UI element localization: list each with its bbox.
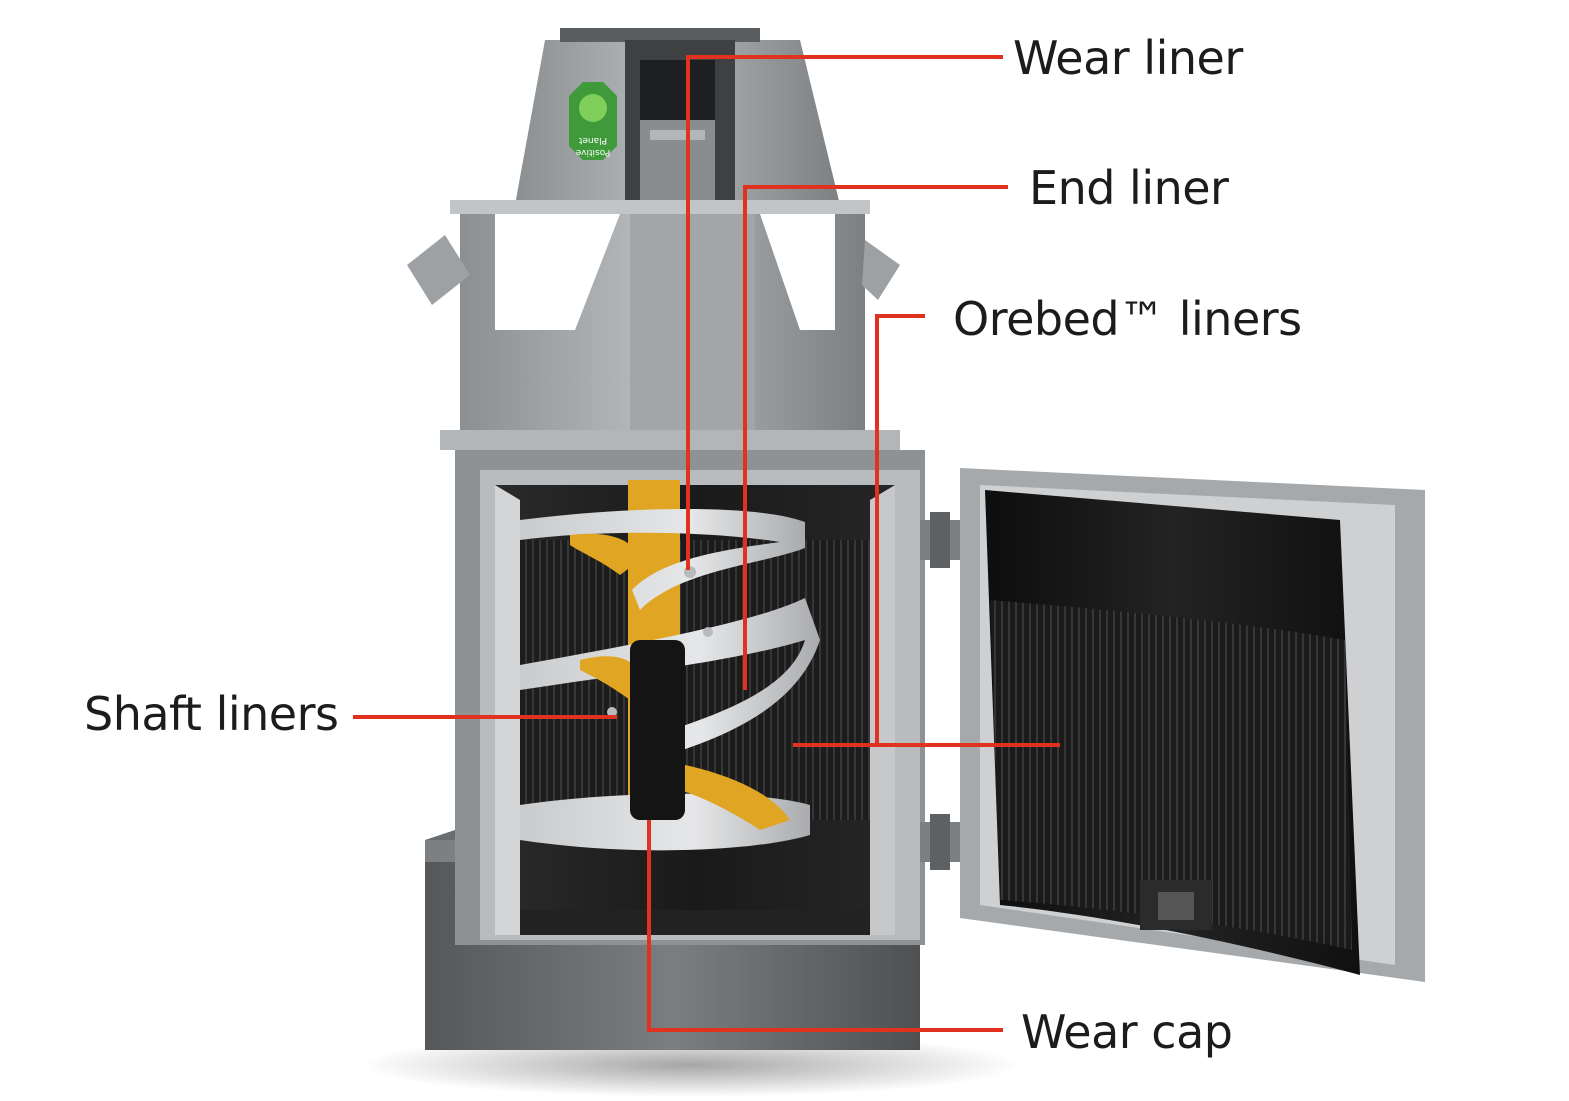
- drive-unit: [515, 28, 840, 205]
- shaft-liners-label: Shaft liners: [84, 687, 339, 741]
- callout-lines: [353, 55, 1060, 1032]
- open-door: [960, 468, 1425, 982]
- shaft-liner-segments: [630, 640, 685, 820]
- right-inlet-nozzle: [862, 240, 900, 300]
- wear-cap-leader: [647, 820, 1003, 1032]
- globe-icon: [579, 94, 607, 122]
- wear-liner-leader: [686, 55, 1003, 570]
- orebed-liners-label: Orebed™ liners: [953, 292, 1302, 346]
- orebed-leader-vertical: [875, 314, 925, 745]
- wear-cap-label: Wear cap: [1021, 1005, 1233, 1059]
- grinding-chamber: [455, 450, 925, 945]
- upper-housing: [407, 200, 900, 450]
- door-hinges: [920, 512, 965, 870]
- badge-text-2: Positive: [575, 147, 610, 157]
- end-liner-leader: [743, 185, 1008, 690]
- left-inlet-nozzle: [407, 235, 470, 305]
- door-orebed-liners: [990, 600, 1352, 950]
- end-liner-label: End liner: [1029, 161, 1229, 215]
- badge-text-1: Planet: [578, 135, 607, 145]
- wear-liner-label: Wear liner: [1013, 31, 1243, 85]
- planet-positive-badge: Planet Positive: [569, 82, 617, 160]
